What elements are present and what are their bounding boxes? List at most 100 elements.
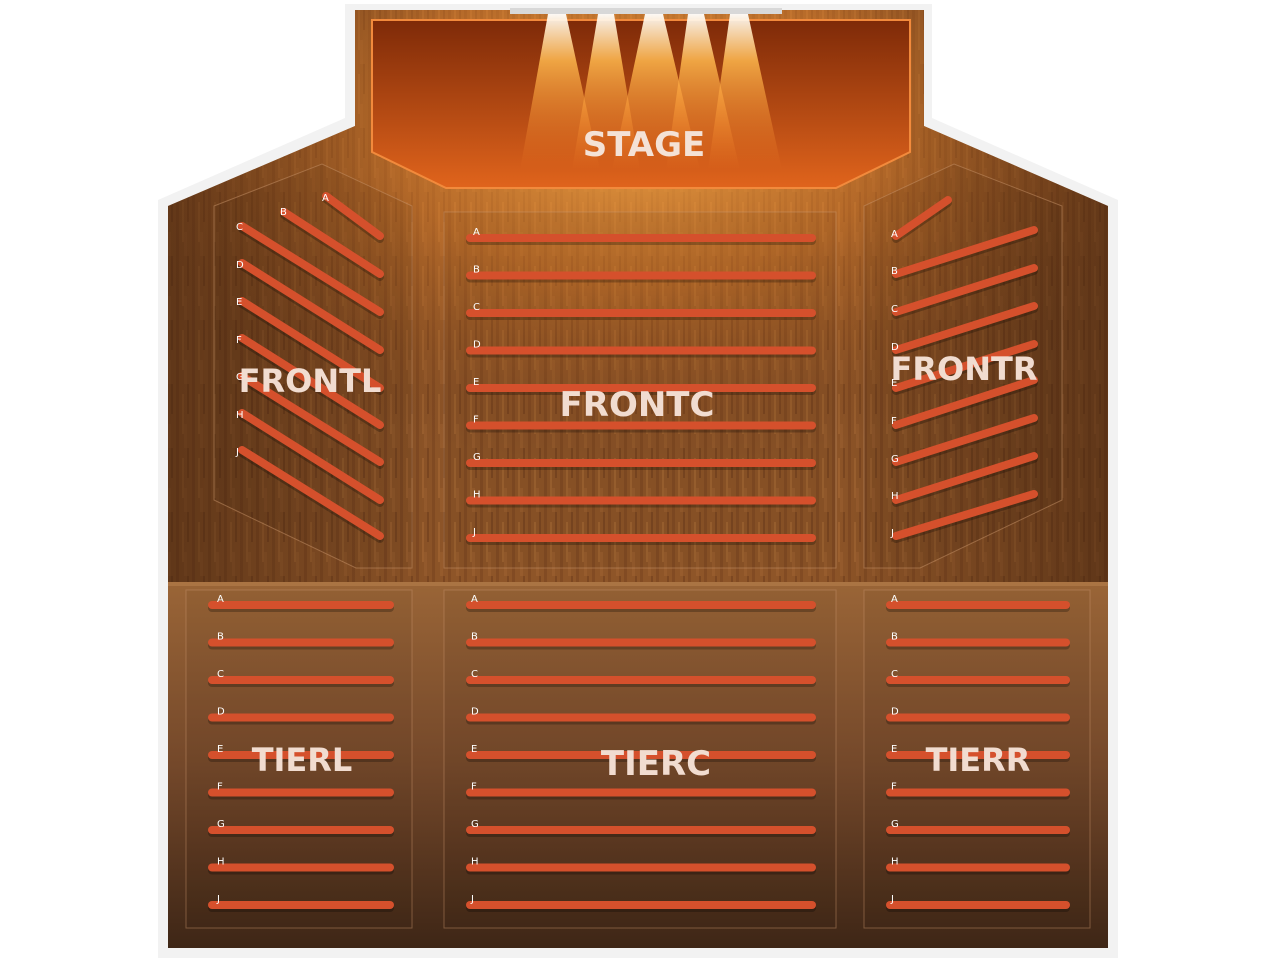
seat-row-tierc-c[interactable]: C bbox=[466, 669, 816, 687]
seat-row-tierr-f[interactable]: F bbox=[886, 782, 1070, 800]
seat-row-tierr-a[interactable]: A bbox=[886, 594, 1070, 612]
row-letter: G bbox=[217, 819, 225, 830]
row-letter: G bbox=[236, 372, 244, 383]
row-letter: J bbox=[890, 528, 894, 539]
row-letter: D bbox=[891, 342, 899, 353]
seat-row-frontc-f[interactable]: F bbox=[466, 415, 816, 433]
section-label-tierl: TIERL bbox=[252, 741, 353, 779]
row-letter: H bbox=[891, 857, 899, 868]
seat-row-frontr-j[interactable]: J bbox=[890, 490, 1038, 543]
seat-row-tierc-j[interactable]: J bbox=[466, 894, 816, 912]
seat-row-frontc-e[interactable]: E bbox=[466, 377, 816, 395]
seat-row-frontl-b[interactable]: B bbox=[280, 207, 384, 281]
seat-row-tierr-b[interactable]: B bbox=[886, 632, 1070, 650]
seat-row-tierl-h[interactable]: H bbox=[208, 857, 394, 875]
seat-row-tierl-g[interactable]: G bbox=[208, 819, 394, 837]
seat-row-frontr-e[interactable]: E bbox=[891, 340, 1038, 395]
row-letter: D bbox=[473, 340, 481, 351]
row-letter: C bbox=[473, 302, 480, 313]
seat-row-frontr-h[interactable]: H bbox=[891, 452, 1038, 507]
section-label-tierc: TIERC bbox=[601, 744, 711, 784]
row-letter: J bbox=[470, 894, 474, 905]
row-letter: F bbox=[236, 335, 242, 346]
seat-row-tierc-e[interactable]: E bbox=[466, 744, 816, 762]
row-letter: E bbox=[891, 378, 897, 389]
seat-row-tierl-e[interactable]: E bbox=[208, 744, 394, 762]
row-letter: E bbox=[236, 297, 242, 308]
row-letter: B bbox=[891, 266, 898, 277]
seat-row-tierr-c[interactable]: C bbox=[886, 669, 1070, 687]
seat-row-tierr-d[interactable]: D bbox=[886, 707, 1070, 725]
seat-row-tierr-j[interactable]: J bbox=[886, 894, 1070, 912]
row-letter: A bbox=[473, 227, 480, 238]
row-letter: H bbox=[473, 490, 481, 501]
seat-row-tierr-h[interactable]: H bbox=[886, 857, 1070, 875]
seat-row-frontc-g[interactable]: G bbox=[466, 452, 816, 470]
section-tierl[interactable]: A B C D E F G H J TIERL bbox=[185, 589, 413, 929]
row-letter: J bbox=[235, 447, 239, 458]
row-letter: C bbox=[891, 304, 898, 315]
seat-row-frontl-d[interactable]: D bbox=[236, 259, 384, 357]
seat-row-frontc-j[interactable]: J bbox=[466, 527, 816, 545]
stage[interactable]: STAGE bbox=[371, 8, 911, 189]
seat-row-tierl-c[interactable]: C bbox=[208, 669, 394, 687]
seat-row-tierc-f[interactable]: F bbox=[466, 782, 816, 800]
seat-row-tierl-j[interactable]: J bbox=[208, 894, 394, 912]
seat-row-tierr-e[interactable]: E bbox=[886, 744, 1070, 762]
row-letter: J bbox=[890, 894, 894, 905]
row-letter: F bbox=[473, 415, 479, 426]
seat-row-frontc-c[interactable]: C bbox=[466, 302, 816, 320]
row-letter: G bbox=[891, 454, 899, 465]
seat-row-tierc-d[interactable]: D bbox=[466, 707, 816, 725]
seat-row-tierc-a[interactable]: A bbox=[466, 594, 816, 612]
seat-row-tierl-d[interactable]: D bbox=[208, 707, 394, 725]
seat-row-frontr-a[interactable]: A bbox=[891, 196, 952, 243]
row-letter: C bbox=[236, 222, 243, 233]
row-letter: C bbox=[471, 669, 478, 680]
section-tierc[interactable]: A B C D E F G H J TIERC bbox=[443, 589, 837, 929]
seat-row-tierc-b[interactable]: B bbox=[466, 632, 816, 650]
seat-row-tierl-a[interactable]: A bbox=[208, 594, 394, 612]
row-letter: E bbox=[473, 377, 479, 388]
seat-row-frontc-a[interactable]: A bbox=[466, 227, 816, 245]
row-letter: E bbox=[217, 744, 223, 755]
seat-row-frontl-j[interactable]: J bbox=[235, 446, 384, 543]
seat-row-tierl-f[interactable]: F bbox=[208, 782, 394, 800]
row-letter: B bbox=[473, 265, 480, 276]
row-letter: H bbox=[891, 491, 899, 502]
row-letter: J bbox=[216, 894, 220, 905]
row-letter: D bbox=[891, 707, 899, 718]
row-letter: D bbox=[217, 707, 225, 718]
seat-row-frontr-c[interactable]: C bbox=[891, 264, 1038, 319]
seat-row-frontl-g[interactable]: G bbox=[236, 372, 384, 469]
seat-row-frontc-b[interactable]: B bbox=[466, 265, 816, 283]
seat-row-frontr-f[interactable]: F bbox=[891, 376, 1038, 432]
seat-row-frontr-d[interactable]: D bbox=[891, 302, 1038, 357]
seat-row-frontc-h[interactable]: H bbox=[466, 490, 816, 508]
row-letter: A bbox=[322, 193, 329, 204]
row-letter: G bbox=[891, 819, 899, 830]
row-letter: J bbox=[472, 527, 476, 538]
seat-row-frontl-f[interactable]: F bbox=[236, 334, 384, 432]
row-letter: E bbox=[471, 744, 477, 755]
row-letter: A bbox=[891, 229, 898, 240]
seat-row-tierr-g[interactable]: G bbox=[886, 819, 1070, 837]
stage-label: STAGE bbox=[583, 125, 706, 165]
row-letter: B bbox=[891, 632, 898, 643]
seat-row-tierl-b[interactable]: B bbox=[208, 632, 394, 650]
seat-row-frontl-h[interactable]: H bbox=[236, 409, 384, 507]
seat-row-tierc-h[interactable]: H bbox=[466, 857, 816, 875]
row-letter: D bbox=[236, 260, 244, 271]
seat-row-frontr-g[interactable]: G bbox=[891, 414, 1038, 469]
seat-row-frontl-c[interactable]: C bbox=[236, 222, 384, 319]
seat-row-frontr-b[interactable]: B bbox=[891, 226, 1038, 281]
seat-row-frontl-a[interactable]: A bbox=[322, 192, 384, 243]
seat-row-tierc-g[interactable]: G bbox=[466, 819, 816, 837]
spotlight-beams bbox=[520, 14, 782, 170]
seat-row-frontl-e[interactable]: E bbox=[236, 297, 384, 395]
seat-row-frontc-d[interactable]: D bbox=[466, 340, 816, 358]
